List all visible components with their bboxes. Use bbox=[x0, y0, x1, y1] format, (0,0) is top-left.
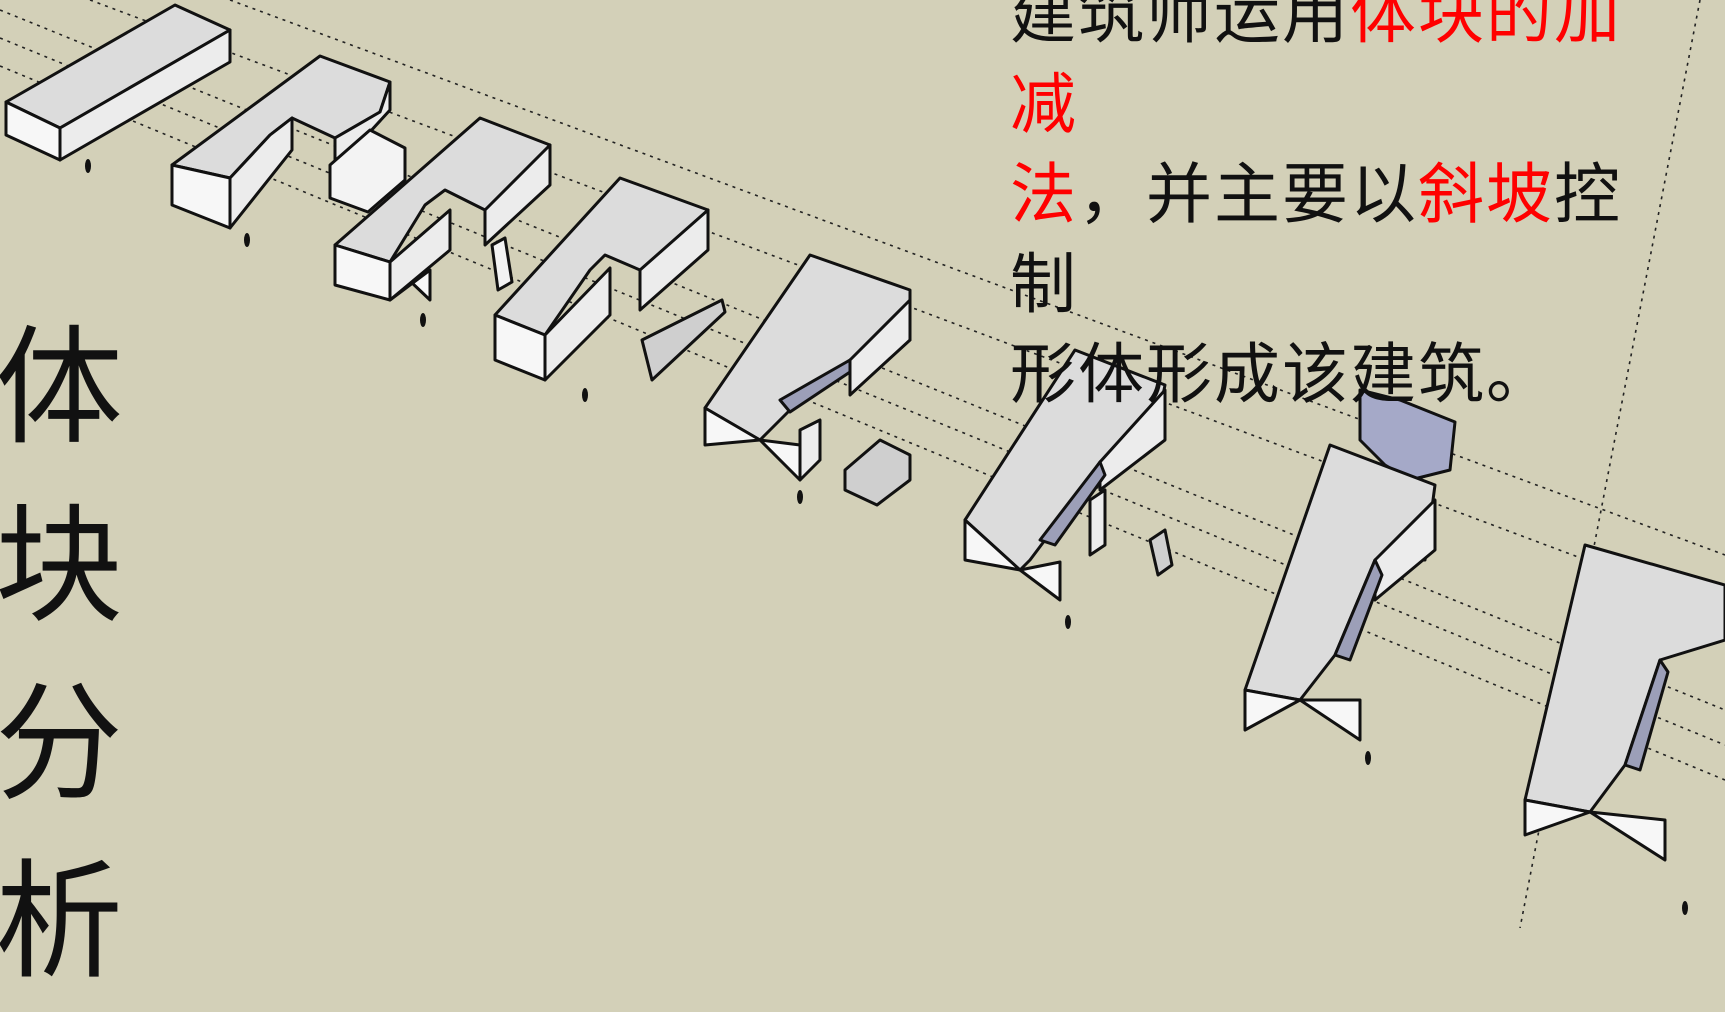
highlight-run: 斜坡 bbox=[1418, 156, 1554, 233]
massing-stage-2 bbox=[170, 54, 407, 230]
slope bbox=[1623, 658, 1670, 772]
block-front bbox=[1243, 688, 1362, 742]
slope-wedge bbox=[640, 298, 727, 382]
guide-line bbox=[1519, 0, 1701, 928]
massing-stage-8 bbox=[1523, 543, 1725, 862]
massing-stage-4 bbox=[493, 176, 727, 382]
slope bbox=[1333, 558, 1384, 662]
removed-block bbox=[490, 236, 514, 292]
marker bbox=[420, 313, 426, 327]
text-run: 建筑师运用 bbox=[1010, 0, 1350, 53]
slope bbox=[778, 358, 852, 414]
text-run: 形体形成该建筑。 bbox=[1010, 336, 1554, 413]
marker bbox=[797, 490, 803, 504]
marker bbox=[244, 233, 250, 247]
marker bbox=[1365, 751, 1371, 765]
massing-stage-5 bbox=[703, 253, 912, 507]
block-side bbox=[798, 418, 822, 482]
block-side bbox=[1088, 488, 1107, 557]
block-side bbox=[848, 298, 912, 397]
side-title-char: 块 bbox=[0, 492, 123, 641]
side-title-char: 分 bbox=[0, 670, 123, 819]
axis-markers bbox=[85, 159, 1688, 915]
guide-line bbox=[0, 37, 1725, 746]
block-side bbox=[58, 28, 232, 162]
block-top bbox=[1523, 543, 1725, 814]
block-side bbox=[638, 208, 710, 312]
slope bbox=[1038, 460, 1107, 547]
block-side bbox=[483, 143, 552, 247]
massing-stage-1 bbox=[4, 3, 232, 162]
marker bbox=[1065, 615, 1071, 629]
highlight-run: 体块的加减 bbox=[1010, 0, 1622, 143]
removed-block bbox=[1148, 528, 1174, 577]
removed-block bbox=[328, 128, 407, 214]
description-line: 法，并主要以斜坡控制 bbox=[1010, 150, 1670, 330]
massing-stage-7 bbox=[1243, 388, 1457, 742]
description-line: 形体形成该建筑。 bbox=[1010, 330, 1670, 420]
massing-stage-3 bbox=[333, 116, 552, 302]
description-text: 建筑师运用体块的加减 法，并主要以斜坡控制 形体形成该建筑。 bbox=[1010, 0, 1670, 420]
text-run: 控制 bbox=[1010, 156, 1622, 323]
block-front bbox=[963, 518, 1062, 602]
removed-block bbox=[1358, 388, 1457, 482]
text-run: ，并主要以 bbox=[1078, 156, 1418, 233]
massing-stage-6 bbox=[963, 348, 1174, 602]
side-title: 体 块 分 析 bbox=[0, 300, 124, 1012]
side-title-char: 体 bbox=[0, 314, 123, 463]
marker bbox=[582, 388, 588, 402]
block-side bbox=[388, 208, 452, 302]
block-side bbox=[228, 116, 294, 230]
block-front bbox=[1523, 798, 1667, 862]
marker bbox=[85, 159, 91, 173]
description-line: 建筑师运用体块的加减 bbox=[1010, 0, 1670, 150]
side-title-char: 析 bbox=[0, 848, 123, 997]
highlight-run: 法 bbox=[1010, 156, 1078, 233]
marker bbox=[1682, 901, 1688, 915]
massing-diagram bbox=[0, 0, 1725, 928]
removed-block bbox=[843, 438, 912, 507]
guide-line bbox=[229, 0, 1725, 556]
block-side bbox=[543, 266, 612, 382]
